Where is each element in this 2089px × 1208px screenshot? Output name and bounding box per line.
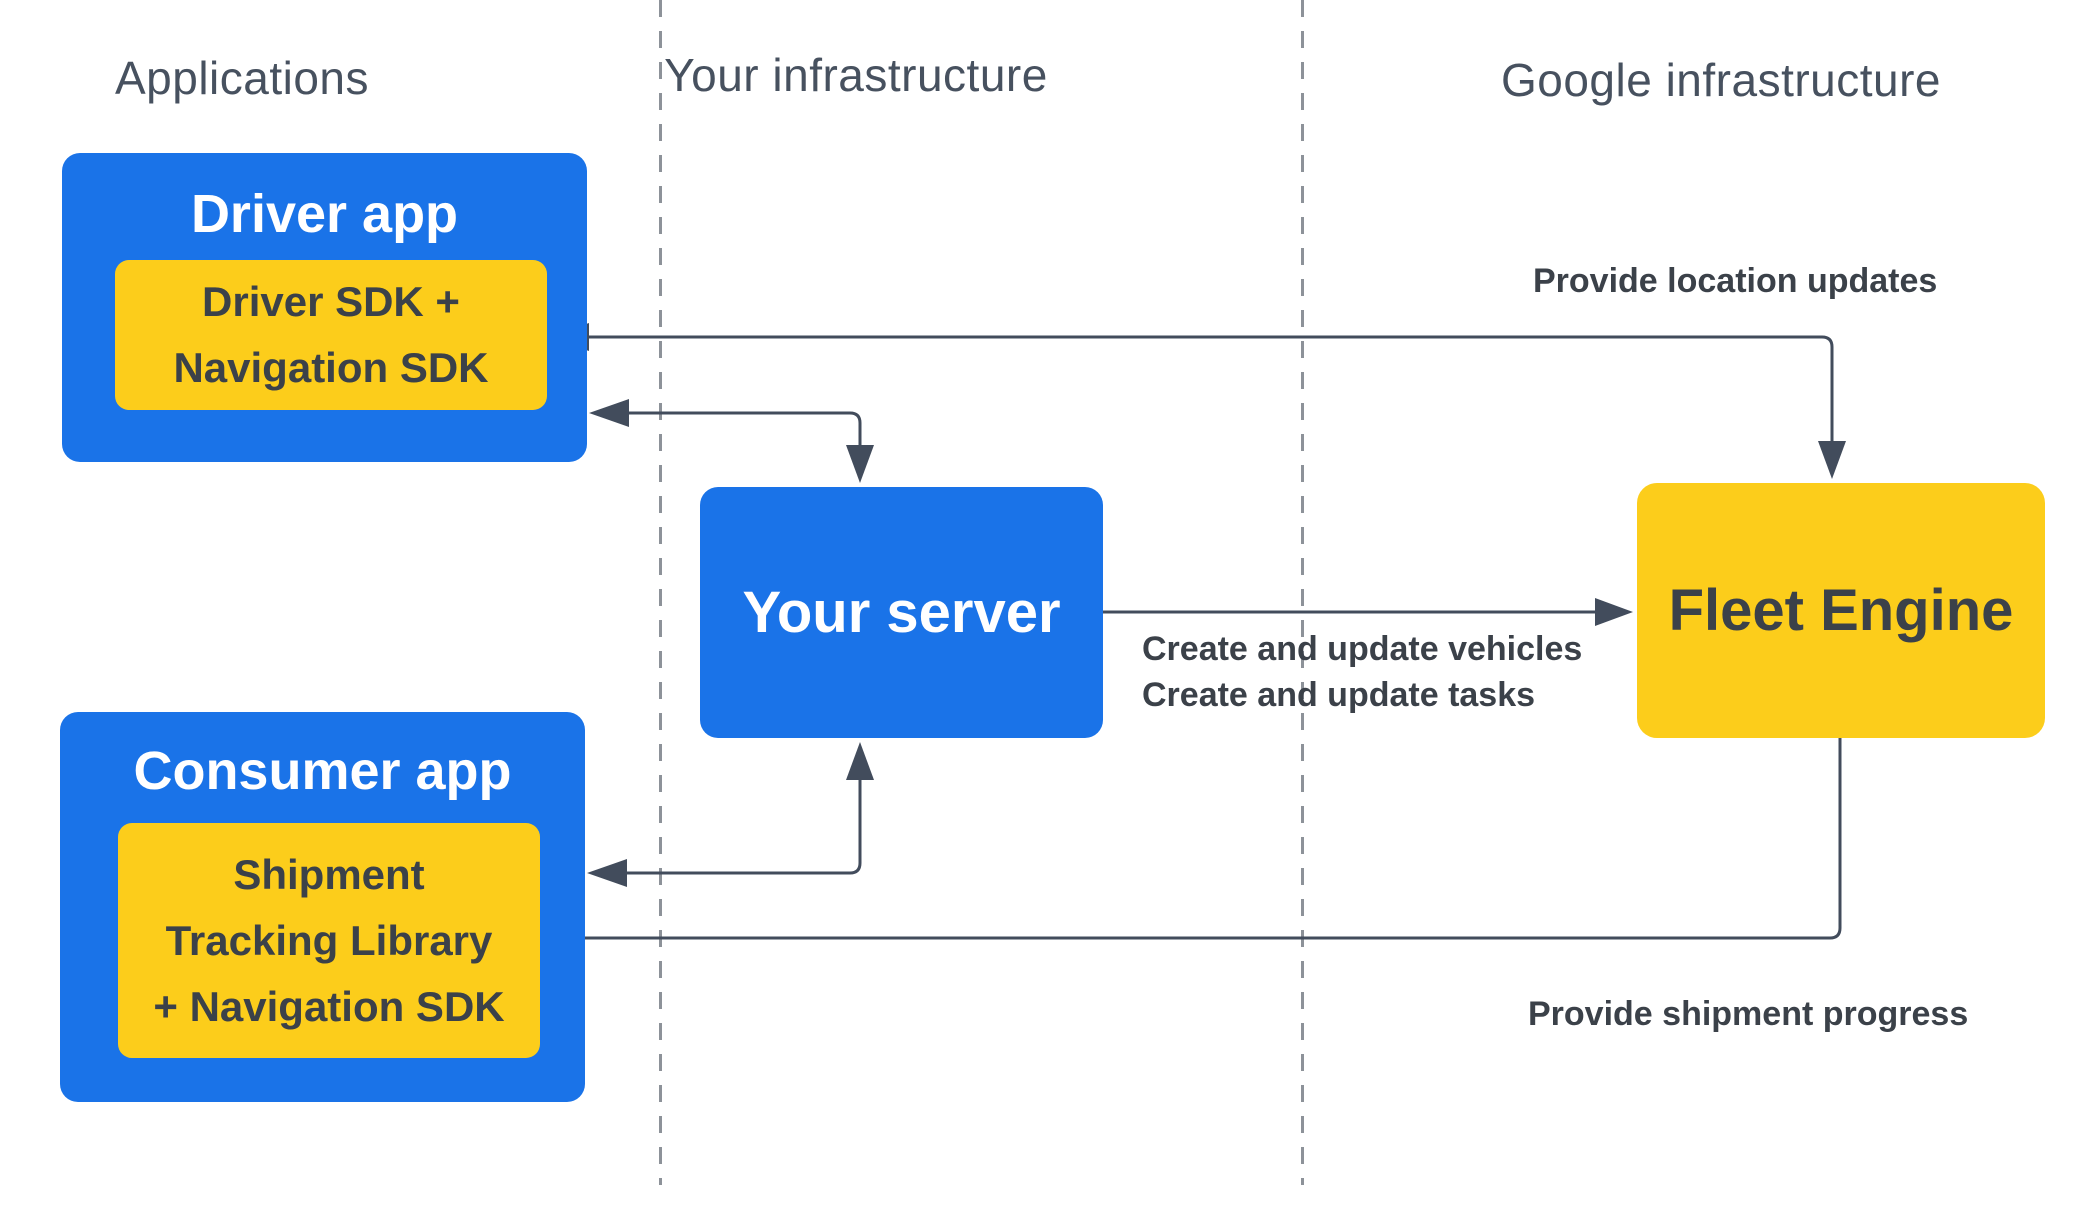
consumer-app-title: Consumer app <box>133 741 512 801</box>
your-server-box: Your server <box>700 487 1103 738</box>
arrowhead-into-fleet-engine-top <box>1818 441 1846 479</box>
column-divider-left <box>659 0 662 1185</box>
shipment-lib-line-2: Tracking Library <box>165 916 493 964</box>
shipment-lib-line-1: Shipment <box>233 850 425 898</box>
driver-sdk-line-1: Driver SDK + <box>202 278 460 325</box>
column-divider-right <box>1301 0 1304 1185</box>
arrowhead-into-consumer-app <box>587 859 627 887</box>
label-create-update-vehicles: Create and update vehicles <box>1142 630 1583 668</box>
arrowhead-into-driver-app <box>589 399 629 427</box>
label-provide-location-updates: Provide location updates <box>1533 262 1938 300</box>
column-header-google-infrastructure: Google infrastructure <box>1500 54 1942 106</box>
fleet-engine-box: Fleet Engine <box>1637 483 2045 738</box>
column-header-your-infrastructure: Your infrastructure <box>664 49 1048 101</box>
shipment-tracking-library-box: Shipment Tracking Library + Navigation S… <box>118 823 540 1058</box>
arrowhead-into-fleet-engine-left <box>1595 598 1633 626</box>
label-provide-shipment-progress: Provide shipment progress <box>1528 995 1969 1033</box>
driver-sdk-box: Driver SDK + Navigation SDK <box>115 260 547 410</box>
driver-sdk-line-2: Navigation SDK <box>173 344 489 391</box>
arrowhead-into-your-server-top <box>846 445 874 483</box>
arrow-provide-shipment-progress <box>578 738 1842 940</box>
arrowhead-into-your-server-bottom <box>846 742 874 780</box>
label-create-and-update: Create and update vehicles Create and up… <box>1142 626 1582 718</box>
arrow-provide-location-updates <box>585 335 1834 445</box>
shipment-lib-line-3: + Navigation SDK <box>153 982 505 1030</box>
label-create-update-tasks: Create and update tasks <box>1142 676 1536 714</box>
column-header-applications: Applications <box>114 52 370 104</box>
driver-app-title: Driver app <box>190 184 459 244</box>
